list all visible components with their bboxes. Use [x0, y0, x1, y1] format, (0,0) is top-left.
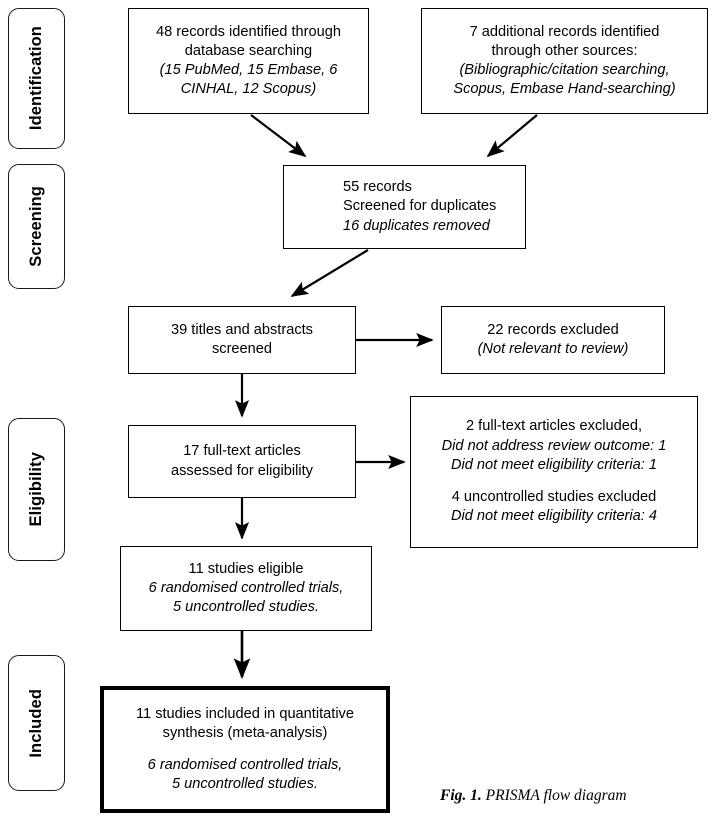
- box-duplicates-line2: Screened for duplicates: [343, 198, 497, 215]
- box-duplicates-line1: 55 records: [343, 179, 412, 196]
- box-studies-eligible-line2: 6 randomised controlled trials,: [148, 579, 344, 596]
- phase-identification: Identification: [8, 8, 65, 149]
- box-additional-records: 7 additional records identified through …: [421, 8, 708, 114]
- box-additional-records-line3: (Bibliographic/citation searching,: [459, 62, 670, 78]
- phase-screening-label: Screening: [27, 186, 46, 267]
- box-screened-line1: 39 titles and abstracts: [171, 321, 313, 338]
- box-studies-eligible-line1: 11 studies eligible: [188, 560, 304, 577]
- figure-caption-rest: PRISMA flow diagram: [481, 787, 627, 804]
- box-studies-included-line2: synthesis (meta-analysis): [162, 724, 328, 741]
- box-studies-included: 11 studies included in quantitative synt…: [100, 686, 390, 813]
- box-fulltext-excluded-line4: 4 uncontrolled studies excluded: [451, 489, 657, 506]
- box-studies-included-spacer: [110, 743, 380, 756]
- arrow-duplicates-to-screened: [270, 248, 390, 306]
- arrow-eligible-to-included: [232, 631, 252, 689]
- phase-identification-label: Identification: [27, 26, 46, 131]
- box-database-records-line3: (15 PubMed, 15 Embase, 6: [159, 62, 338, 78]
- box-fulltext-assessed-line1: 17 full-text articles: [183, 443, 301, 460]
- arrow-fulltext-to-fulltext-excluded: [356, 452, 418, 472]
- box-fulltext-excluded-line1: 2 full-text articles excluded,: [465, 418, 643, 435]
- box-fulltext-excluded-line5: Did not meet eligibility criteria: 4: [450, 508, 657, 525]
- phase-included-label: Included: [27, 688, 46, 758]
- arrow-screened-to-fulltext: [232, 374, 252, 428]
- arrow-screened-to-records-excluded: [356, 330, 446, 350]
- box-fulltext-excluded-line2: Did not address review outcome: 1: [441, 437, 667, 454]
- box-database-records-line2: database searching: [184, 42, 313, 59]
- arrow-additional-to-duplicates: [440, 112, 580, 170]
- phase-screening: Screening: [8, 164, 65, 289]
- box-studies-included-line4: 5 uncontrolled studies.: [171, 776, 319, 793]
- box-fulltext-assessed: 17 full-text articles assessed for eligi…: [128, 425, 356, 498]
- arrow-database-to-duplicates: [248, 112, 378, 170]
- box-studies-included-line3: 6 randomised controlled trials,: [147, 757, 343, 773]
- box-database-records-line4: CINHAL, 12 Scopus): [180, 81, 317, 98]
- box-additional-records-line4: Scopus, Embase Hand-searching): [453, 81, 676, 98]
- box-database-records: 48 records identified through database s…: [128, 8, 369, 114]
- box-records-excluded-line2: (Not relevant to review): [477, 341, 629, 357]
- box-duplicates-line3: 16 duplicates removed: [343, 217, 490, 234]
- figure-caption: Fig. 1. PRISMA flow diagram: [440, 787, 627, 805]
- figure-caption-bold: Fig. 1.: [440, 787, 482, 804]
- phase-eligibility: Eligibility: [8, 418, 65, 561]
- box-studies-eligible-line3: 5 uncontrolled studies.: [172, 599, 320, 616]
- box-fulltext-excluded-spacer: [417, 475, 691, 488]
- phase-eligibility-label: Eligibility: [27, 452, 46, 527]
- box-records-excluded-line1: 22 records excluded: [487, 321, 619, 338]
- box-studies-included-line1: 11 studies included in quantitative: [136, 705, 354, 722]
- box-fulltext-excluded: 2 full-text articles excluded, Did not a…: [410, 396, 698, 548]
- box-additional-records-line1: 7 additional records identified: [469, 23, 660, 40]
- box-records-excluded: 22 records excluded (Not relevant to rev…: [441, 306, 665, 374]
- box-additional-records-line2: through other sources:: [491, 42, 638, 59]
- box-duplicates: 55 records Screened for duplicates 16 du…: [283, 165, 526, 249]
- box-fulltext-excluded-line3: Did not meet eligibility criteria: 1: [450, 456, 657, 473]
- box-screened: 39 titles and abstracts screened: [128, 306, 356, 374]
- box-screened-line2: screened: [211, 341, 273, 357]
- box-fulltext-assessed-line2: assessed for eligibility: [171, 462, 313, 479]
- phase-included: Included: [8, 655, 65, 791]
- arrow-fulltext-to-eligible: [232, 498, 252, 550]
- box-studies-eligible: 11 studies eligible 6 randomised control…: [120, 546, 372, 631]
- box-database-records-line1: 48 records identified through: [156, 23, 341, 40]
